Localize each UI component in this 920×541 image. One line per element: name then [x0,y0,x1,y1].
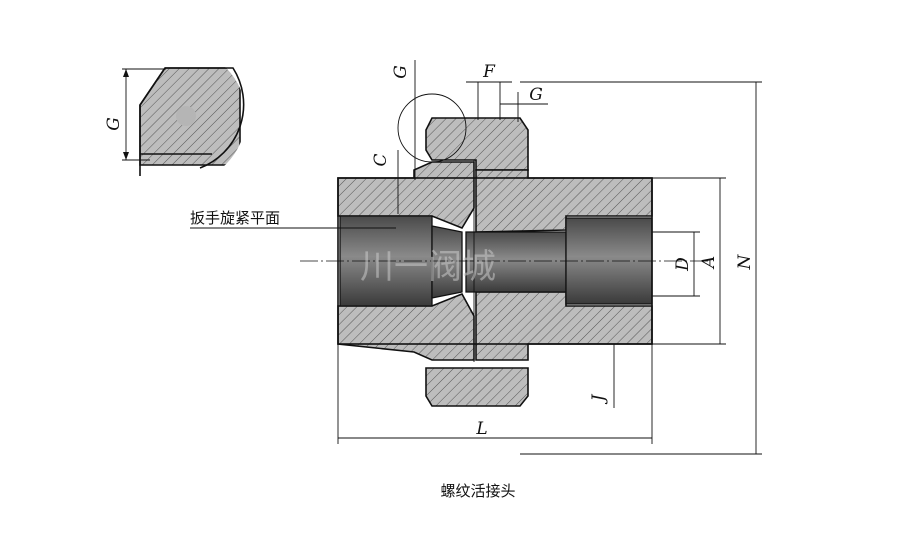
watermark: 川一阀城 [360,247,496,287]
dim-j: J [589,393,609,404]
caption: 螺纹活接头 [440,482,515,500]
dim-g-top: G [391,65,411,79]
dim-l: L [475,419,487,439]
dim-a: A [699,256,719,270]
dim-c: C [371,153,391,166]
section-view [300,93,710,407]
dim-g-right: G [529,85,543,105]
wrench-flat-callout: 扳手旋紧平面 [190,209,396,229]
dimensions: G F G C D A N J L [337,60,762,455]
detail-view: G [104,67,245,176]
dim-d: D [673,257,693,272]
detail-g-label: G [104,117,124,131]
dim-n: N [735,253,755,270]
dim-f: F [482,62,496,82]
annotation-text: 扳手旋紧平面 [190,209,280,227]
